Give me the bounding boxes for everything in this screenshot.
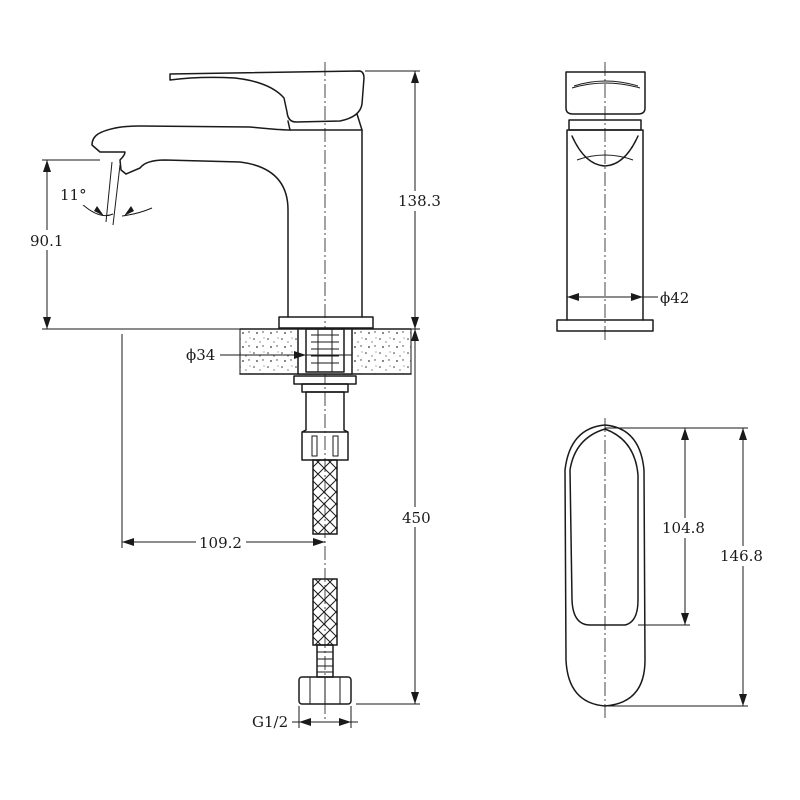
handle-collar xyxy=(287,113,363,131)
fixing-nut xyxy=(301,391,349,461)
lever-top xyxy=(569,428,639,626)
spout-mouth xyxy=(571,135,639,167)
label-spout-height: 90.1 xyxy=(30,232,63,250)
label-reach: 109.2 xyxy=(199,534,242,552)
braided-hose-lower xyxy=(312,578,338,646)
label-thread: G1/2 xyxy=(252,713,288,731)
label-spout-angle: 11° xyxy=(60,186,87,204)
faucet-body xyxy=(91,125,363,318)
braided-hose-upper xyxy=(312,459,338,535)
label-body-diameter: ϕ42 xyxy=(660,289,689,307)
countertop xyxy=(239,328,412,375)
front-body xyxy=(566,129,644,321)
side-view xyxy=(91,62,412,720)
lever-handle xyxy=(169,70,365,123)
dimension-lines xyxy=(42,70,748,728)
label-body-height: 138.3 xyxy=(398,192,441,210)
label-hole-diameter: ϕ34 xyxy=(186,346,215,364)
lever-front xyxy=(565,71,646,115)
label-hose-length: 450 xyxy=(402,509,431,527)
dimension-labels: 11° 90.1 138.3 ϕ34 450 109.2 G1/2 ϕ42 10… xyxy=(28,185,768,731)
top-view xyxy=(564,418,646,718)
base-flange xyxy=(278,316,374,329)
front-view xyxy=(556,62,654,340)
label-lever-outer: 146.8 xyxy=(720,547,763,565)
threaded-shank xyxy=(305,328,345,373)
hex-connector-nut xyxy=(298,676,352,705)
front-base xyxy=(556,319,654,332)
label-lever-inner: 104.8 xyxy=(662,519,705,537)
